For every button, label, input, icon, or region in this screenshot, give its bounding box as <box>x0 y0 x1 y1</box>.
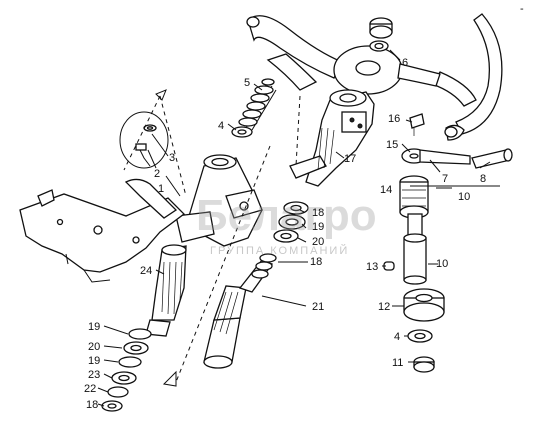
hub-nut-6 <box>369 17 393 52</box>
bracket-1 <box>19 178 185 283</box>
callout-10: 10 <box>436 258 448 270</box>
callout-19-left-a: 19 <box>88 321 100 333</box>
callout-13: 13 <box>366 261 378 273</box>
callout-18-lower: 18 <box>86 399 98 411</box>
corner-mark: - <box>520 3 524 15</box>
callout-21: 21 <box>312 301 324 313</box>
projection-lines <box>123 89 301 387</box>
callout-14: 14 <box>380 184 392 196</box>
callout-7: 7 <box>442 173 448 185</box>
callout-2: 2 <box>154 168 160 180</box>
callout-20-left: 20 <box>88 341 100 353</box>
callout-17: 17 <box>344 153 356 165</box>
callout-5: 5 <box>244 77 250 89</box>
callout-15: 15 <box>386 139 398 151</box>
watermark-subtitle: ГРУППА КОМПАНИЙ <box>210 244 349 257</box>
column-tube <box>175 154 263 247</box>
callout-8: 8 <box>480 173 486 185</box>
callout-22: 22 <box>84 383 96 395</box>
callout-11: 11 <box>392 357 403 369</box>
callout-23: 23 <box>88 369 100 381</box>
callout-12: 12 <box>378 301 390 313</box>
watermark: Белагро ГРУППА КОМПАНИЙ <box>196 191 377 257</box>
callout-24: 24 <box>140 265 152 277</box>
callout-18-upper: 18 <box>312 207 324 219</box>
callout-10-dimension: 10 <box>458 191 470 203</box>
callout-19-left-b: 19 <box>88 355 100 367</box>
splined-shaft-24 <box>145 244 187 337</box>
leader-lines <box>97 49 500 407</box>
column-housing-17 <box>289 89 375 187</box>
callout-1: 1 <box>158 183 164 195</box>
callout-18-middle: 18 <box>310 256 322 268</box>
ring-stack-left <box>101 328 152 412</box>
shaft-21 <box>203 201 309 369</box>
bolt-2-washer-3-detail <box>119 111 169 169</box>
callout-20-upper: 20 <box>312 236 324 248</box>
callout-labels: 1 2 3 4 5 6 7 8 10 10 11 12 13 14 15 16 … <box>84 3 524 411</box>
callout-16: 16 <box>388 113 400 125</box>
spring-5 <box>231 78 277 138</box>
callout-3: 3 <box>169 152 175 164</box>
callout-6: 6 <box>402 57 408 69</box>
watermark-brand: Белагро <box>196 191 377 240</box>
callout-4-right: 4 <box>394 331 400 343</box>
right-lever-assembly <box>383 113 513 373</box>
steering-wheel <box>246 13 503 141</box>
callout-4-upper: 4 <box>218 120 224 132</box>
callout-19-upper: 19 <box>312 221 324 233</box>
